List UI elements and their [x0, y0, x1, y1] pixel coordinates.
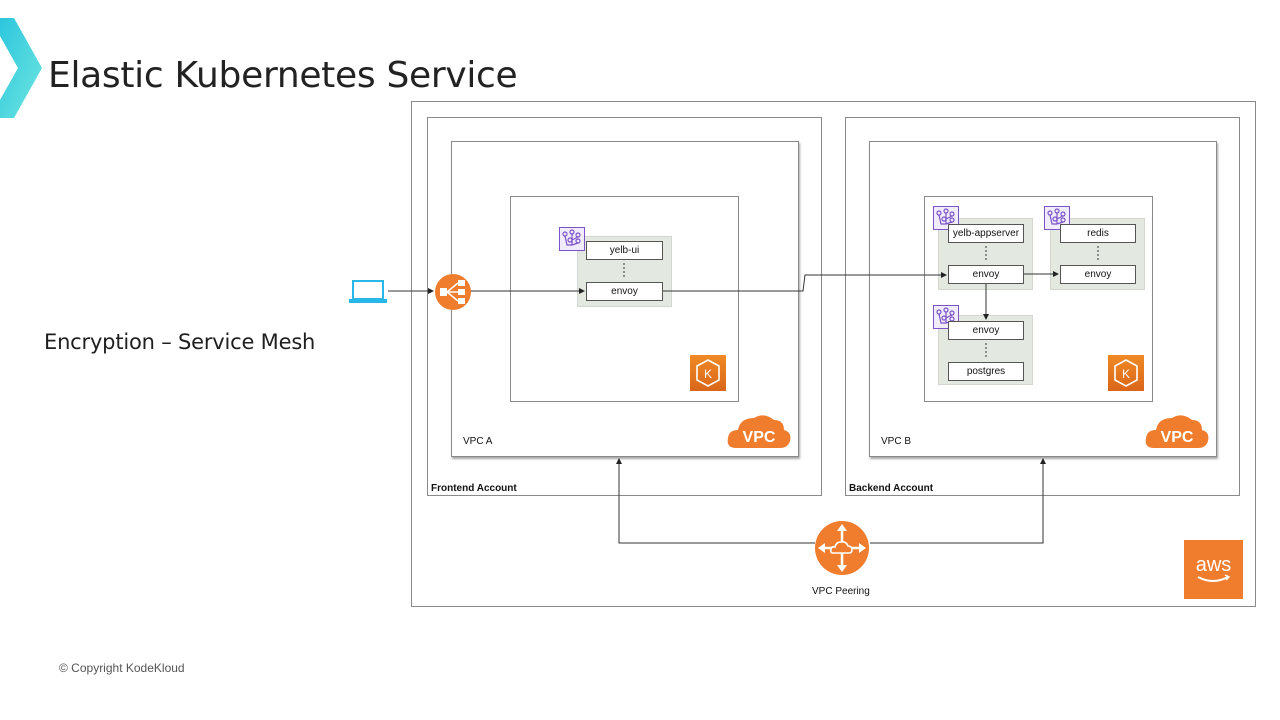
svg-text:K: K [704, 367, 712, 381]
vpc-peering-icon [815, 521, 869, 575]
aws-cloud-boundary [411, 101, 1256, 607]
eks-cluster-b-boundary [924, 196, 1153, 402]
kodekloud-brand-chevron-icon [0, 18, 42, 118]
service-envoy-redis: envoy [1060, 265, 1136, 284]
vpc-a-label: VPC A [463, 436, 493, 447]
service-envoy-frontend: envoy [586, 282, 663, 301]
eks-cluster-a-boundary [510, 196, 739, 402]
service-envoy-appserver: envoy [948, 265, 1024, 284]
vpc-a-cloud-icon: VPC [726, 408, 792, 452]
service-redis: redis [1060, 224, 1136, 243]
eks-icon: K [690, 355, 726, 391]
svg-text:VPC: VPC [1161, 429, 1194, 446]
service-yelb-appserver: yelb-appserver [948, 224, 1024, 243]
svg-text:K: K [1122, 367, 1130, 381]
svg-text:VPC: VPC [743, 429, 776, 446]
slide-subtitle: Encryption – Service Mesh [44, 330, 316, 354]
slide-title: Elastic Kubernetes Service [48, 55, 518, 96]
frontend-account-label: Frontend Account [431, 483, 517, 494]
app-mesh-icon [933, 206, 959, 230]
vpc-peering-label: VPC Peering [812, 586, 870, 597]
app-mesh-icon [559, 227, 585, 251]
service-envoy-postgres: envoy [948, 321, 1024, 340]
aws-logo: aws [1184, 540, 1243, 599]
vpc-b-label: VPC B [881, 436, 912, 447]
eks-icon: K [1108, 355, 1144, 391]
service-yelb-ui: yelb-ui [586, 241, 663, 260]
client-laptop-icon [349, 280, 387, 303]
load-balancer-icon [435, 274, 471, 310]
backend-account-label: Backend Account [849, 483, 934, 494]
vpc-b-cloud-icon: VPC [1144, 408, 1210, 452]
svg-text:aws: aws [1196, 554, 1232, 576]
copyright-text: © Copyright KodeKloud [59, 661, 185, 675]
vpc-b-boundary [869, 141, 1217, 457]
service-postgres: postgres [948, 362, 1024, 381]
